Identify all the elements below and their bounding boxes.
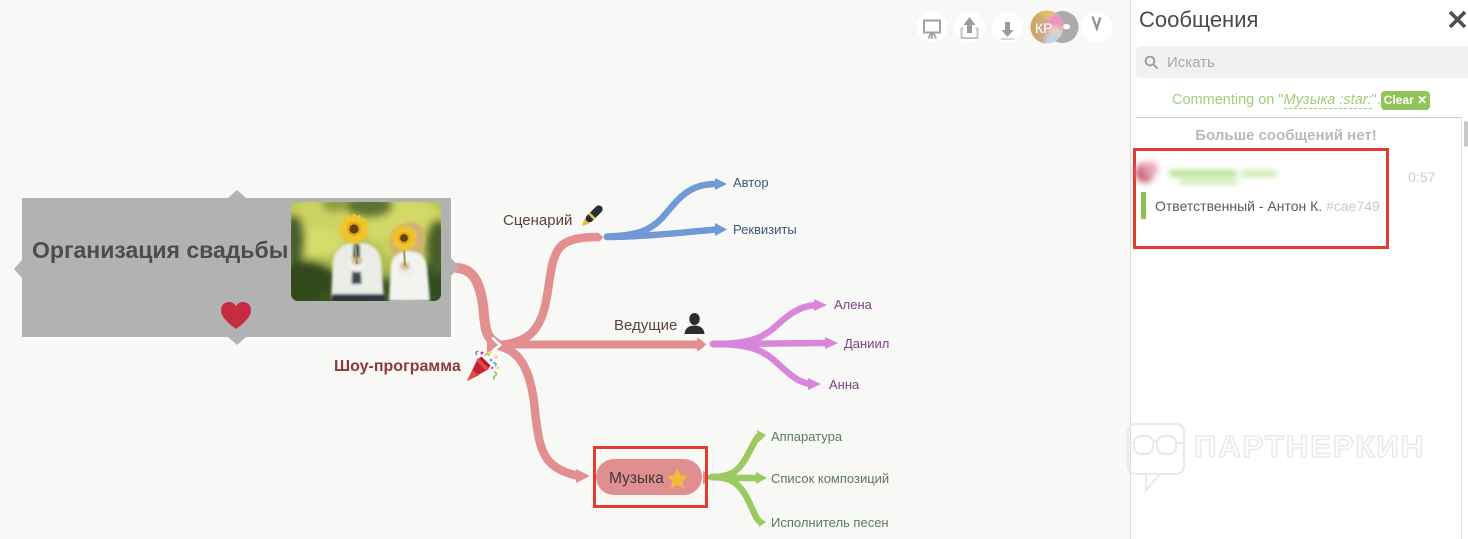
svg-text:ПАРТНЕРКИН: ПАРТНЕРКИН xyxy=(1194,429,1424,464)
svg-text:КР: КР xyxy=(1035,20,1053,36)
